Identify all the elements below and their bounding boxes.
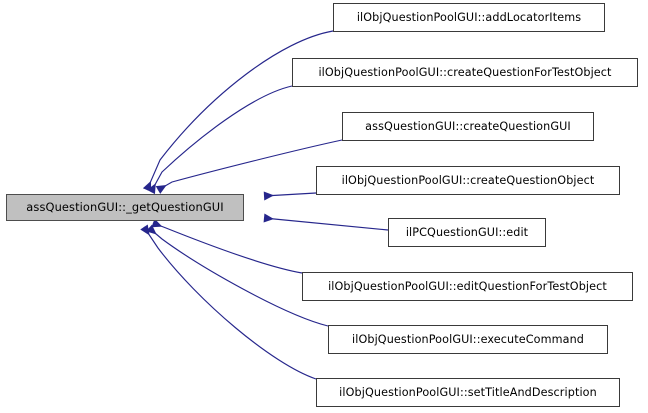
caller-node-label: ilObjQuestionPoolGUI::createQuestionForT… <box>318 65 612 79</box>
caller-node[interactable]: ilObjQuestionPoolGUI::executeCommand <box>328 325 608 354</box>
caller-node-label: ilObjQuestionPoolGUI::executeCommand <box>352 332 584 346</box>
caller-node-label: assQuestionGUI::createQuestionGUI <box>365 119 571 133</box>
call-edge <box>155 139 343 194</box>
caller-node[interactable]: ilPCQuestionGUI::edit <box>388 218 546 247</box>
caller-node[interactable]: assQuestionGUI::createQuestionGUI <box>342 112 594 141</box>
caller-node[interactable]: ilObjQuestionPoolGUI::createQuestionObje… <box>316 166 620 195</box>
call-edge <box>140 224 317 380</box>
caller-node[interactable]: ilObjQuestionPoolGUI::setTitleAndDescrip… <box>316 378 620 407</box>
caller-node-label: ilObjQuestionPoolGUI::createQuestionObje… <box>341 173 595 187</box>
call-edge <box>151 218 303 274</box>
call-edge <box>263 213 389 231</box>
caller-node-label: ilObjQuestionPoolGUI::setTitleAndDescrip… <box>339 385 597 399</box>
caller-node[interactable]: ilObjQuestionPoolGUI::editQuestionForTes… <box>302 272 633 301</box>
call-edge <box>263 191 317 201</box>
call-edge <box>147 85 293 195</box>
node-center-label: assQuestionGUI::_getQuestionGUI <box>26 199 224 214</box>
caller-node[interactable]: ilObjQuestionPoolGUI::createQuestionForT… <box>292 58 638 87</box>
node-center[interactable]: assQuestionGUI::_getQuestionGUI <box>6 194 244 221</box>
caller-node-label: ilPCQuestionGUI::edit <box>405 225 529 239</box>
call-edge <box>142 30 334 192</box>
caller-node[interactable]: ilObjQuestionPoolGUI::addLocatorItems <box>333 3 605 32</box>
caller-node-label: ilObjQuestionPoolGUI::addLocatorItems <box>356 10 582 24</box>
caller-node-label: ilObjQuestionPoolGUI::editQuestionForTes… <box>328 279 607 293</box>
